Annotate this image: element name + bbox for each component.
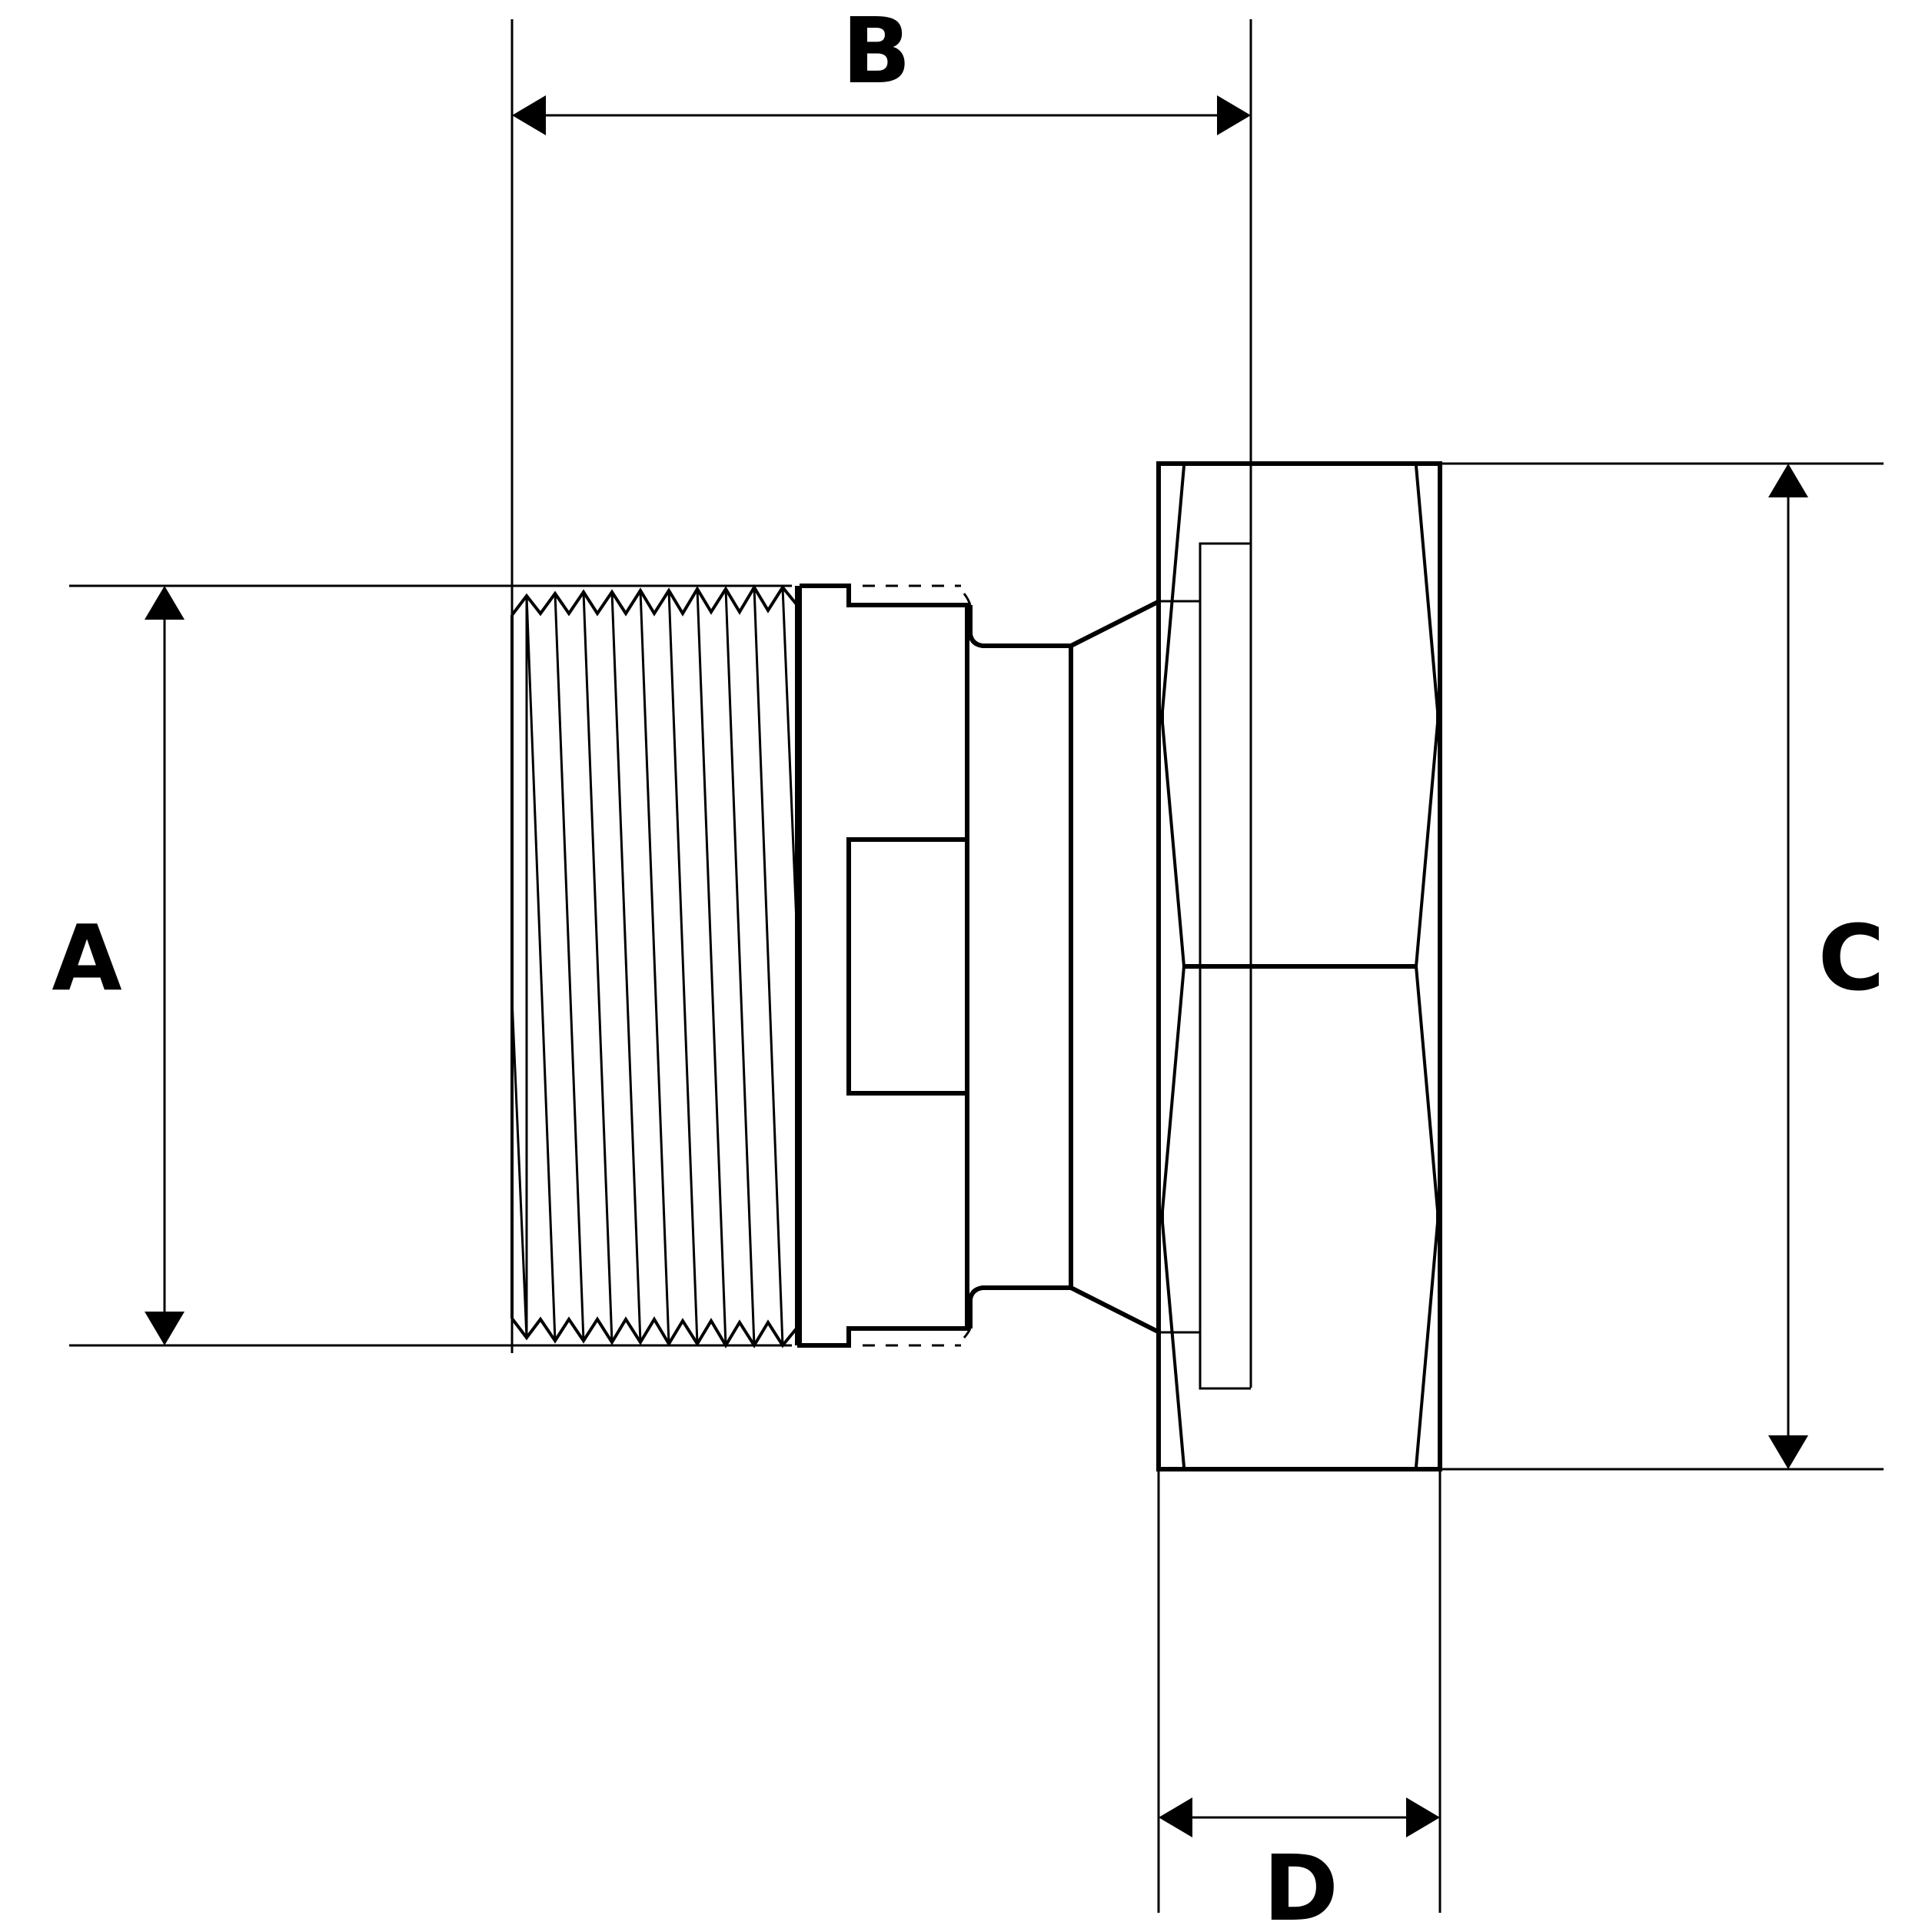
dimension-d-arrow-right: [1406, 1797, 1440, 1837]
dimension-b-arrow-right: [1217, 95, 1251, 135]
dimension-a-arrow-top: [145, 586, 185, 620]
dimension-d-arrow-left: [1159, 1797, 1192, 1837]
collar-outline: [797, 584, 969, 1348]
hex-right-facets: [1414, 465, 1439, 1468]
dimension-a-arrow-bottom: [145, 1312, 185, 1345]
thread-helix-lines: [510, 587, 798, 1346]
collar-chamfer-top: [963, 593, 972, 606]
dimension-b-arrow-left: [512, 95, 546, 135]
hex-nut: [1156, 461, 1442, 1471]
dimension-c: C: [1442, 462, 1885, 1471]
dimension-d-label: D: [1263, 1835, 1338, 1932]
thread-bottom-zigzag: [510, 1316, 798, 1348]
collar-window: [846, 837, 969, 1096]
hex-left-facets: [1161, 465, 1186, 1468]
dimension-b: B: [510, 0, 1252, 1388]
dimension-a: A: [52, 584, 792, 1347]
threaded-section: [510, 584, 798, 1348]
dimension-c-arrow-top: [1768, 464, 1808, 497]
collar-chamfer-bottom: [963, 1328, 972, 1338]
dimension-c-label: C: [1818, 905, 1885, 1011]
neck-outline: [968, 605, 1073, 1328]
dimension-d: D: [1157, 1469, 1442, 1932]
dimension-b-label: B: [842, 0, 911, 104]
hex-nut-outline: [1156, 461, 1442, 1471]
thread-top-zigzag: [510, 584, 798, 617]
neck-section: [968, 599, 1161, 1335]
cone-top-edge: [1069, 599, 1161, 648]
body-collar: [797, 584, 972, 1348]
dimension-a-label: A: [52, 905, 121, 1011]
dimension-c-arrow-bottom: [1768, 1435, 1808, 1469]
cone-bottom-edge: [1069, 1285, 1161, 1335]
